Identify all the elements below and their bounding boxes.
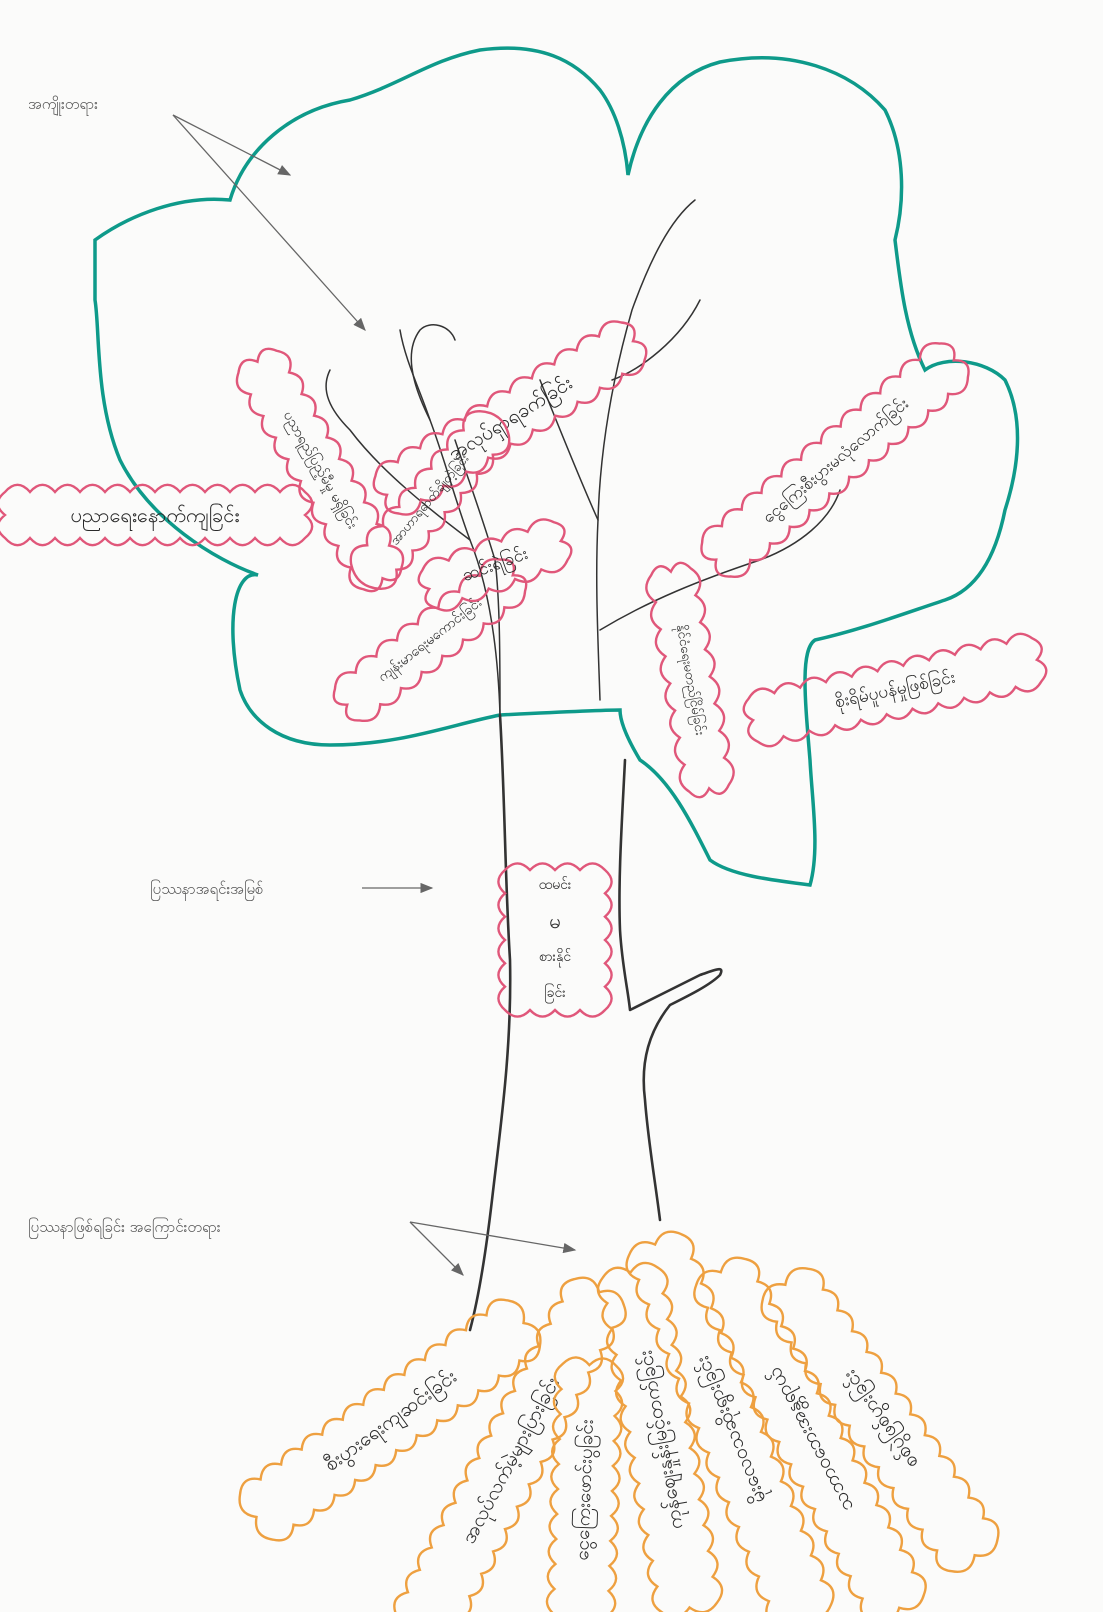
canopy-outline: [95, 48, 1018, 885]
root-bubbles: စီးပွားရေးကျဆင်းခြင်းအလုပ်လက်မဲ့များပြား…: [230, 1225, 1007, 1612]
core-problem-line-3: ခြင်း: [544, 984, 566, 1003]
root-bubble-2-text: ငွေကြေးဖောင်းပွခြင်း: [569, 1419, 602, 1561]
effect-bubble-6-text: ငွေကြေးစီးပွားမလုံလောက်ခြင်း: [757, 392, 914, 529]
core-problem-line-2: စားနိုင်: [539, 949, 571, 967]
effect-bubble-2-text: ပညာရည်ပြည့်မီမှု မရှိခြင်း: [277, 407, 363, 534]
core-problem-bubble: ထမင်းမစားနိုင်ခြင်း: [498, 863, 611, 1016]
effect-bubble-7: စိုးရိမ်ပူပန်မှုဖြစ်ခြင်း: [740, 630, 1050, 750]
effect-bubble-5-text: နိုင်ငံရေးမတည်ငြိမ်ခြင်း: [671, 623, 709, 737]
core-problem-line-1: မ: [549, 909, 560, 933]
effect-bubble-0-text: ပညာရေးနောက်ကျခြင်း: [71, 503, 240, 531]
pointer-arrows: [173, 115, 575, 1275]
effect-bubble-7-text: စိုးရိမ်ပူပန်မှုဖြစ်ခြင်း: [833, 666, 958, 716]
effect-bubbles: ပညာရေးနောက်ကျခြင်းအလုပ်ရှာရခက်ခြင်းပညာရည…: [0, 313, 1050, 800]
branch-lines: [326, 200, 840, 715]
effect-bubble-0: ပညာရေးနောက်ကျခြင်း: [0, 485, 312, 545]
core-problem-group: ထမင်းမစားနိုင်ခြင်း: [498, 863, 611, 1016]
root-bubble-0: စီးပွားရေးကျဆင်းခြင်း: [230, 1290, 550, 1549]
core-problem-line-0: ထမင်း: [539, 877, 572, 893]
root-bubble-6-text: စစ်ပွဲဖြစ်ပွားခြင်း: [837, 1364, 926, 1475]
trunk-right-edge: [619, 760, 721, 1220]
effect-bubble-6: ငွေကြေးစီးပွားမလုံလောက်ခြင်း: [692, 333, 978, 586]
effect-bubble-2: ပညာရည်ပြည့်မီမှု မရှိခြင်း: [229, 341, 412, 599]
effect-bubble-5: နိုင်ငံရေးမတည်ငြိမ်ခြင်း: [643, 560, 737, 800]
